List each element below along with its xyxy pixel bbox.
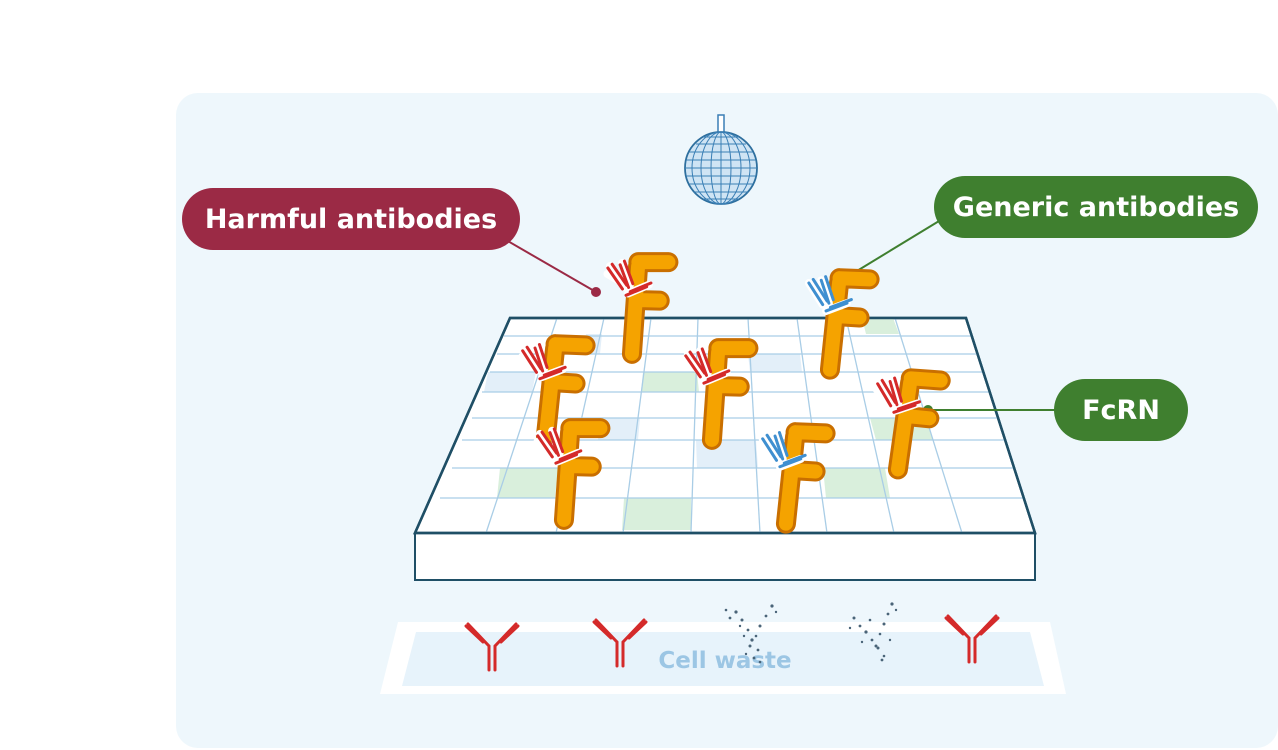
fcrn-label: FcRN <box>1054 379 1188 441</box>
tray-label: Cell waste <box>658 648 791 674</box>
generic-leader-line <box>851 217 945 275</box>
harmful-antibodies-label: Harmful antibodies <box>182 188 520 250</box>
degraded-antibody-icon <box>848 602 898 662</box>
harmful-leader-dot <box>591 287 601 297</box>
tray-well <box>402 632 1044 686</box>
degraded-antibody-icon <box>724 604 778 664</box>
harmful-leader-line <box>505 239 597 293</box>
grid-highlights <box>484 318 933 530</box>
waste-tray: Cell waste <box>380 622 1066 694</box>
mesh-sphere-icon <box>684 114 758 205</box>
slab-side <box>414 532 1036 581</box>
generic-antibodies-label: Generic antibodies <box>934 176 1258 238</box>
